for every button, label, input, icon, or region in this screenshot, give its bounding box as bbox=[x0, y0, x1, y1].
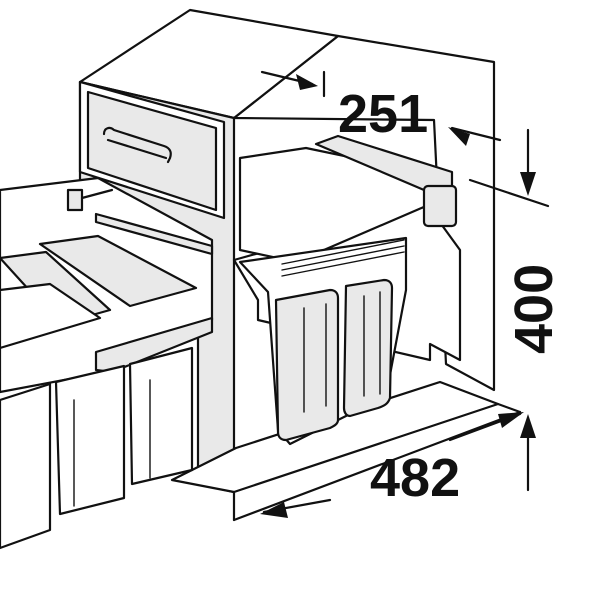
rail-end-bracket bbox=[422, 184, 458, 228]
rail-rib-2 bbox=[281, 245, 405, 271]
plinth-bottom-edge bbox=[232, 410, 522, 522]
width-arrowhead-left bbox=[296, 74, 318, 90]
height-arrowhead-top bbox=[520, 172, 536, 196]
left-bin-body-3 bbox=[128, 346, 194, 486]
height-label: 400 bbox=[504, 264, 564, 354]
left-bin-body-1 bbox=[0, 382, 52, 550]
drawer-handle bbox=[102, 126, 172, 164]
left-bin-2-top bbox=[38, 234, 198, 308]
rail-clip bbox=[66, 188, 84, 212]
pullout-bin-right bbox=[238, 134, 458, 446]
width-label: 251 bbox=[338, 84, 428, 144]
cabinet-plinth bbox=[170, 380, 500, 494]
bin-right-inner bbox=[342, 278, 394, 418]
bin-left-inner bbox=[274, 288, 340, 442]
width-arrow-right-line bbox=[450, 126, 502, 142]
height-arrowhead-bottom bbox=[520, 414, 536, 438]
dimension-height: 400 bbox=[468, 128, 564, 492]
rail-rib-1 bbox=[281, 239, 405, 265]
left-bin-1-opening bbox=[0, 282, 102, 350]
dimension-depth: 482 bbox=[260, 412, 524, 518]
rail-clip-arm bbox=[80, 188, 114, 200]
left-slide-rail-top bbox=[94, 212, 214, 256]
bin-left-ribs bbox=[303, 303, 327, 413]
height-ext-top bbox=[468, 178, 550, 208]
pullout-bin-left bbox=[0, 176, 214, 550]
drawer bbox=[78, 80, 226, 220]
left-slide-rail-bottom bbox=[94, 316, 214, 374]
bin-right-ribs bbox=[363, 291, 381, 397]
depth-arrowhead-right bbox=[498, 412, 524, 428]
width-arrowhead-right bbox=[448, 127, 470, 146]
drawer-front-panel bbox=[86, 90, 218, 212]
depth-arrowhead-left bbox=[260, 502, 288, 518]
dimension-width: 251 bbox=[260, 70, 502, 146]
left-bin-body-2 bbox=[54, 364, 126, 516]
depth-label: 482 bbox=[370, 448, 460, 508]
drawer-handle-grip bbox=[106, 138, 168, 160]
plinth-corner bbox=[496, 402, 522, 414]
rail-rib-3 bbox=[281, 251, 405, 277]
